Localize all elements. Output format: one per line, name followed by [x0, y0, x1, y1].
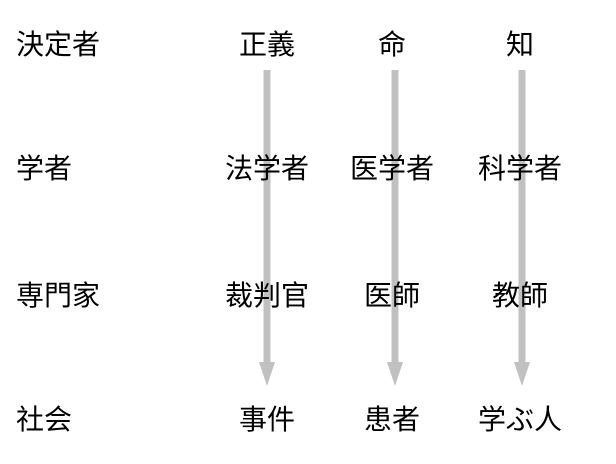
row-label-society: 社会: [16, 403, 73, 436]
row-label-decider: 決定者: [16, 28, 101, 61]
cell-scientist: 科学者: [477, 152, 563, 185]
arrow-head: [514, 362, 530, 386]
row-label-expert: 専門家: [16, 279, 101, 312]
cell-teacher: 教師: [491, 279, 549, 312]
arrow-head: [259, 362, 275, 386]
cell-life: 命: [377, 28, 407, 61]
cell-patient: 患者: [363, 403, 421, 436]
cell-medical-scholar: 医学者: [349, 152, 435, 185]
cell-justice: 正義: [238, 28, 296, 61]
cell-knowledge: 知: [505, 28, 535, 61]
arrow-column-2: [387, 70, 403, 386]
arrow-column-1: [259, 70, 275, 386]
cell-judge: 裁判官: [224, 279, 310, 312]
cell-learner: 学ぶ人: [477, 403, 563, 436]
row-label-scholar: 学者: [16, 152, 73, 185]
arrow-column-3: [514, 70, 530, 386]
cell-legal-scholar: 法学者: [224, 152, 310, 185]
cell-doctor: 医師: [363, 279, 421, 312]
arrow-head: [387, 362, 403, 386]
cell-case: 事件: [238, 403, 296, 436]
